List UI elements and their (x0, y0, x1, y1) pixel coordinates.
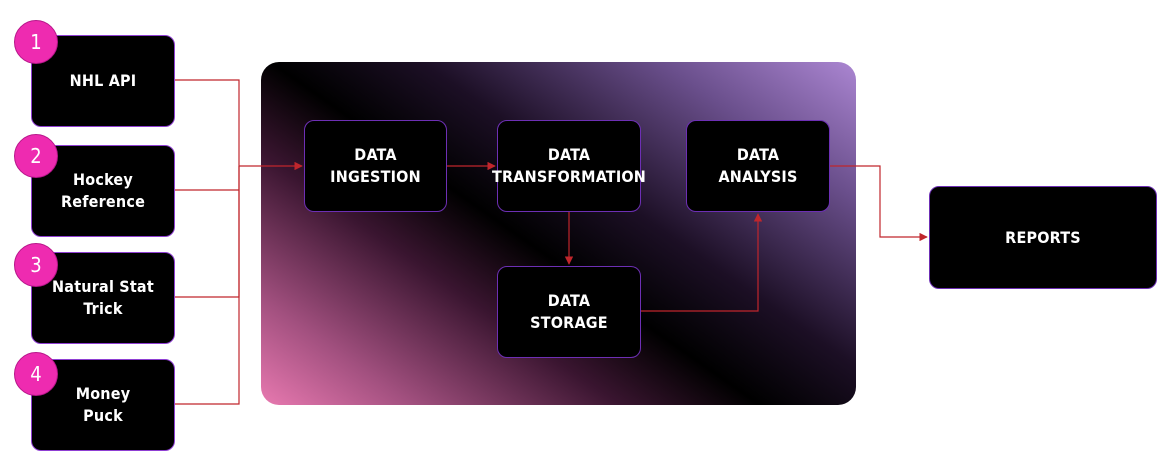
source-label: Natural Stat Trick (52, 277, 154, 318)
connector-nhl-api (175, 79, 240, 166)
connector-money-puck (175, 166, 240, 405)
data-analysis-box: DATA ANALYSIS (686, 120, 830, 212)
source-number-badge: 3 (14, 243, 58, 287)
connector-natural-stat-trick (175, 166, 240, 298)
source-label: Money Puck (75, 384, 131, 425)
data-transformation-box: DATA TRANSFORMATION (492, 120, 646, 212)
source-number-badge: 1 (14, 20, 58, 64)
data-ingestion-box: DATA INGESTION (304, 120, 447, 212)
source-number-badge: 2 (14, 134, 58, 178)
source-box-money-puck: Money Puck (31, 359, 175, 451)
data-transformation-label: DATA TRANSFORMATION (491, 145, 647, 186)
data-ingestion-label: DATA INGESTION (330, 145, 421, 186)
source-box-hockey-reference: Hockey Reference (31, 145, 175, 237)
source-number-badge: 4 (14, 352, 58, 396)
data-analysis-label: DATA ANALYSIS (718, 145, 798, 186)
source-label: Hockey Reference (60, 170, 146, 211)
reports-label: REPORTS (1005, 227, 1081, 247)
data-storage-label: DATA STORAGE (530, 291, 608, 332)
data-storage-box: DATA STORAGE (497, 266, 641, 358)
reports-box: REPORTS (929, 186, 1157, 289)
source-box-natural-stat-trick: Natural Stat Trick (31, 252, 175, 344)
source-label: NHL API (69, 71, 137, 90)
